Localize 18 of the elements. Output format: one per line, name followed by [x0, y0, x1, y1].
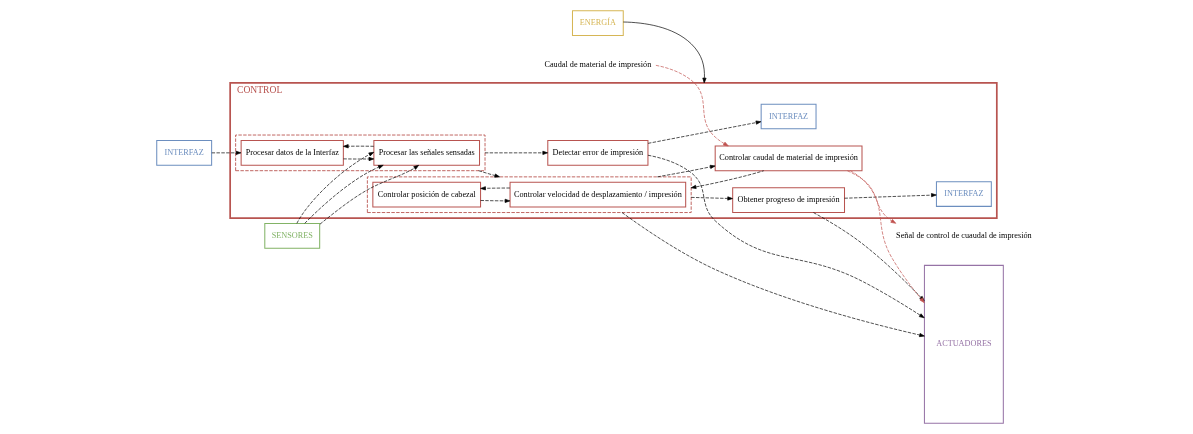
cluster	[366, 176, 692, 213]
arrow	[655, 65, 729, 147]
arrow	[690, 196, 733, 201]
arrow	[480, 186, 511, 191]
arrow	[304, 164, 384, 224]
arrow	[478, 170, 500, 178]
arrow	[343, 144, 375, 149]
arrow	[211, 150, 242, 155]
arrow	[480, 198, 511, 203]
arrow	[647, 120, 762, 144]
arrow	[622, 21, 707, 84]
arrow	[296, 151, 375, 224]
arrow	[343, 156, 375, 161]
arrow	[319, 164, 419, 225]
arrow	[657, 164, 716, 178]
arrow	[484, 150, 548, 155]
arrow	[844, 193, 937, 199]
arrow	[847, 170, 897, 224]
